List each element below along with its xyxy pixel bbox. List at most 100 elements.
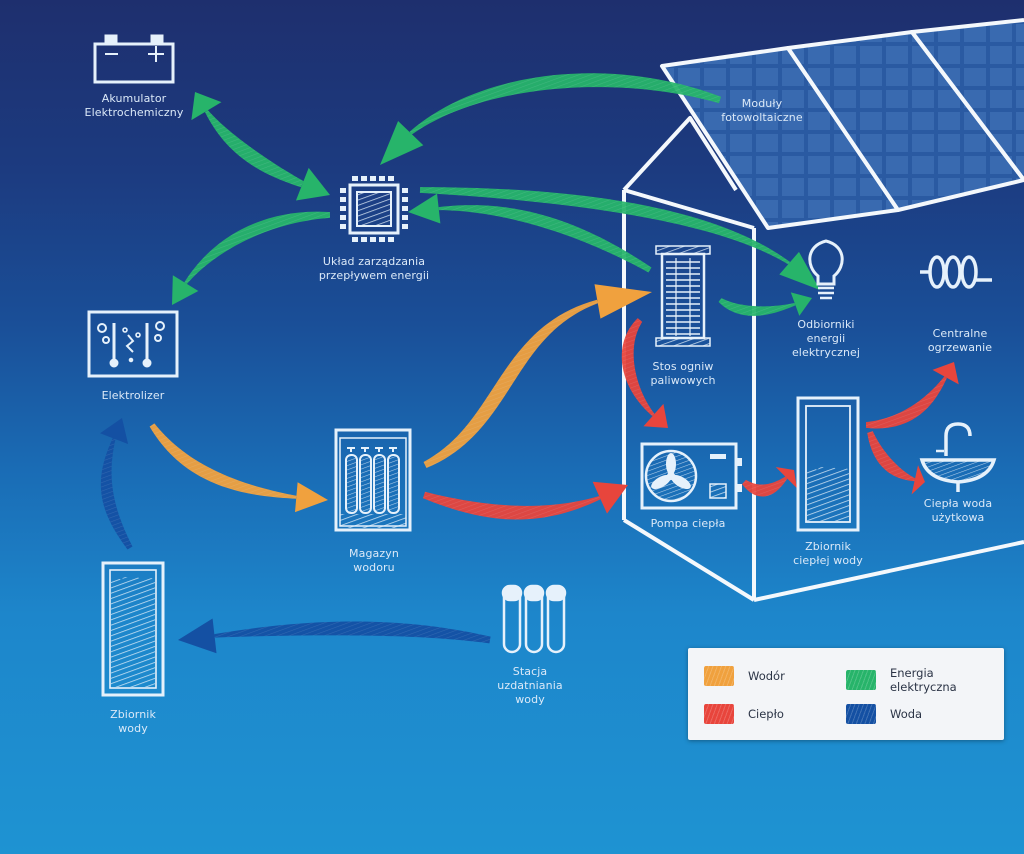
solar-panel-array [660, 18, 1024, 230]
legend-item-water: Woda [846, 704, 922, 724]
arrow-controller-to-electrolyzer [172, 211, 331, 305]
arrow-h2storage-to-heatpump-head [592, 481, 628, 514]
h2-storage-label: Magazyn wodoru [324, 547, 424, 575]
legend-label-hydrogen: Wodór [748, 669, 785, 683]
sink-faucet-icon [919, 422, 997, 492]
arrow-fuelcell-to-controller [408, 193, 652, 273]
fuel-cell-label-line-1: Stos ogniw [652, 360, 714, 373]
water-treatment-tubes-icon [501, 584, 567, 654]
consumers-label-line-1: Odbiorniki [797, 318, 855, 331]
arrow-controller-battery-head [295, 167, 330, 201]
water-station-label-line-2: uzdatniania [497, 679, 563, 692]
legend-swatch-water [846, 704, 876, 724]
legend-label-electricity: Energia elektryczna [889, 666, 957, 694]
arrow-fuelcell-to-heatpump [621, 318, 668, 428]
arrow-station-to-watertank-head [178, 618, 217, 654]
arrow-hottank-to-hotwater-head [911, 465, 925, 495]
arrow-pv-to-controller-head [380, 120, 424, 165]
water-tank-icon [101, 561, 165, 697]
pv-label-line-1: Moduły [741, 97, 783, 110]
legend-swatch-electricity [846, 670, 876, 690]
water-station-label-line-3: wody [515, 693, 545, 706]
arrow-controller-to-consumers-head [779, 251, 820, 290]
heat-pump-label-line-1: Pompa ciepła [650, 517, 726, 530]
hot-tank-label-line-2: ciepłej wody [793, 554, 863, 567]
heat-pump-fan-icon [640, 442, 742, 510]
legend-swatch-hydrogen [704, 666, 734, 686]
controller-label-line-1: Układ zarządzania [322, 255, 426, 268]
arrow-h2storage-to-fuelcell [423, 284, 652, 469]
electrolyzer-icon [87, 310, 179, 378]
hot-water-label-line-1: Ciepła woda [923, 497, 993, 510]
arrow-fuelcell-to-consumers [718, 292, 812, 316]
arrow-watertank-to-electrolyzer-head [100, 418, 129, 445]
arrow-electrolyzer-to-h2storage-head [295, 482, 328, 513]
battery-label: Akumulator Elektrochemiczny [74, 92, 194, 120]
solar-panel-3 [910, 18, 1024, 182]
arrow-fuelcell-to-controller-head [408, 193, 441, 224]
solar-panel-2 [786, 30, 1024, 212]
heat-pump-label: Pompa ciepła [638, 517, 738, 531]
fuel-cell-label-line-2: paliwowych [650, 374, 716, 387]
arrow-h2storage-to-fuelcell-head [594, 284, 652, 319]
arrow-h2storage-to-heatpump [422, 481, 628, 520]
battery-label-line-1: Akumulator [101, 92, 167, 105]
water-tank-label-line-1: Zbiornik [110, 708, 156, 721]
heating-label-line-2: ogrzewanie [927, 341, 993, 354]
arrow-controller-battery-head [191, 92, 222, 121]
hot-tank-label-line-1: Zbiornik [805, 540, 851, 553]
h2-storage-label-line-1: Magazyn [349, 547, 399, 560]
arrow-fuelcell-to-heatpump-head [643, 403, 668, 428]
arrow-heatpump-to-hottank [742, 467, 797, 497]
arrow-watertank-to-electrolyzer [100, 418, 133, 550]
controller-label-line-2: przepływem energii [318, 269, 430, 282]
arrow-hottank-to-heating-head [932, 362, 959, 385]
arrow-hottank-to-heating [865, 362, 959, 429]
pv-label-line-2: fotowoltaiczne [721, 111, 803, 124]
arrow-controller-battery [191, 92, 330, 201]
consumers-label-line-2: energii [806, 332, 846, 345]
water-tank-label-line-2: wody [118, 722, 148, 735]
legend-label-water: Woda [890, 707, 923, 721]
battery-label-line-2: Elektrochemiczny [84, 106, 184, 119]
hot-water-tank-icon [796, 396, 860, 532]
arrow-station-to-watertank [178, 618, 491, 654]
legend: Wodór Energia elektryczna Ciepło Woda [688, 648, 1004, 740]
heating-label-line-1: Centralne [932, 327, 988, 340]
h2-storage-label-line-2: wodoru [353, 561, 395, 574]
legend-item-heat: Ciepło [704, 704, 784, 724]
arrow-electrolyzer-to-h2storage [149, 423, 328, 513]
chip-icon [340, 176, 408, 242]
hot-tank-label: Zbiornik ciepłej wody [778, 540, 878, 568]
gas-cylinders-icon [334, 428, 412, 532]
legend-item-hydrogen: Wodór [704, 666, 785, 686]
arrow-pv-to-controller [380, 73, 722, 165]
water-station-label: Stacja uzdatniania wody [480, 665, 580, 707]
electrolyzer-label: Elektrolizer [83, 389, 183, 403]
flow-arrows [100, 73, 959, 654]
heating-label: Centralne ogrzewanie [910, 327, 1010, 355]
electrolyzer-label-line-1: Elektrolizer [101, 389, 165, 402]
hot-water-label-line-2: użytkowa [931, 511, 985, 524]
battery-icon [93, 34, 175, 84]
fuel-cell-label: Stos ogniw paliwowych [633, 360, 733, 388]
consumers-label-line-3: elektrycznej [791, 346, 861, 359]
legend-swatch-heat [704, 704, 734, 724]
controller-label: Układ zarządzania przepływem energii [304, 255, 444, 283]
arrow-hottank-to-hotwater [867, 431, 925, 495]
consumers-label: Odbiorniki energii elektrycznej [786, 318, 866, 360]
water-station-label-line-1: Stacja [512, 665, 548, 678]
lightbulb-icon [808, 239, 844, 300]
arrow-fuelcell-to-consumers-head [790, 292, 812, 316]
hot-water-label: Ciepła woda użytkowa [908, 497, 1008, 525]
heating-coil-icon [920, 255, 992, 289]
arrow-controller-to-electrolyzer-head [172, 275, 199, 305]
legend-item-electricity: Energia elektryczna [846, 666, 1004, 694]
pv-label: Moduły fotowoltaiczne [712, 97, 812, 125]
water-tank-label: Zbiornik wody [83, 708, 183, 736]
fuel-cell-stack-icon [655, 245, 711, 347]
arrow-controller-to-consumers [419, 187, 820, 290]
legend-label-heat: Ciepło [748, 707, 784, 721]
